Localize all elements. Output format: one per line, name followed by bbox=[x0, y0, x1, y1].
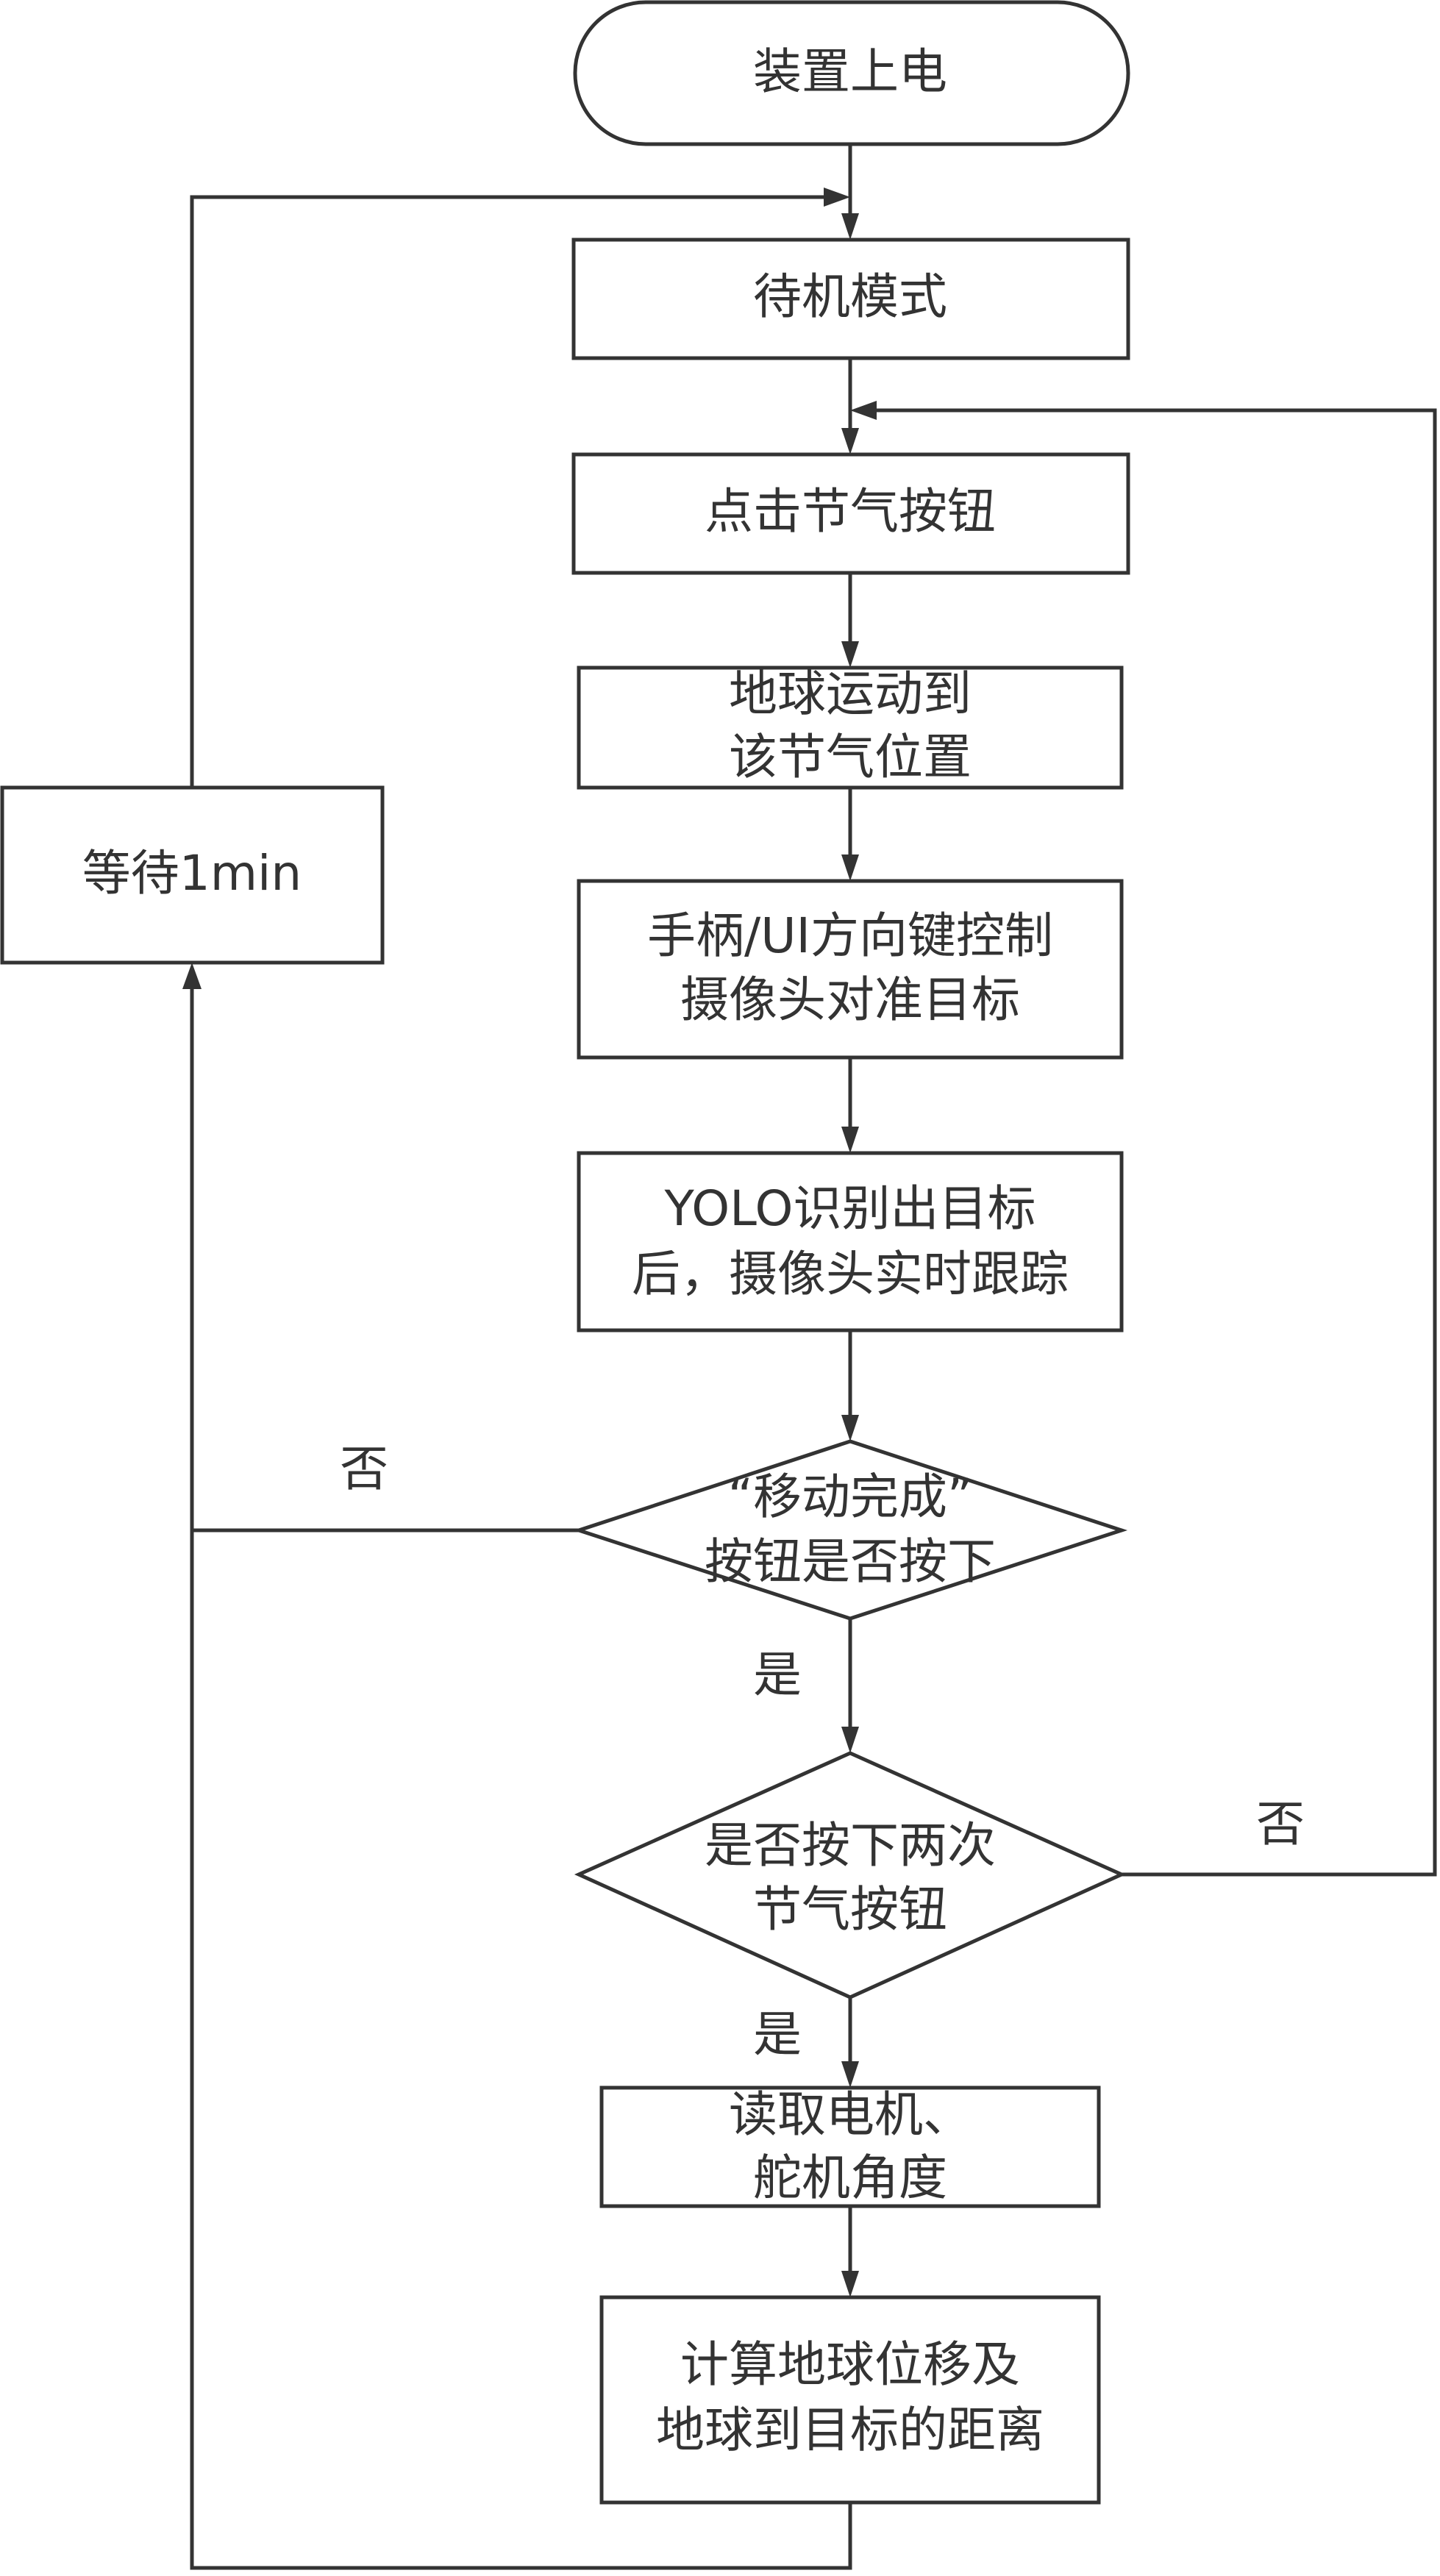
arrowhead-down-icon bbox=[841, 854, 859, 881]
edge-label-yes: 是 bbox=[753, 2006, 802, 2063]
connectors bbox=[182, 144, 1437, 2570]
arrowhead-up-icon bbox=[182, 963, 202, 989]
node-label: 等待1min bbox=[82, 845, 302, 902]
arrowhead-left-icon bbox=[850, 401, 877, 420]
decision-pressed-twice: 是否按下两次 节气按钮 bbox=[574, 1751, 1127, 1999]
arrowhead-down-icon bbox=[841, 2271, 859, 2297]
node-label-line2: 节气按钮 bbox=[753, 1881, 947, 1938]
arrowhead-down-icon bbox=[841, 1415, 859, 1441]
node-label-line2: 按钮是否按下 bbox=[705, 1533, 996, 1590]
node-yolo-track: YOLO识别出目标 后，摄像头实时跟踪 bbox=[577, 1151, 1124, 1332]
arrowhead-down-icon bbox=[841, 1727, 859, 1753]
node-label-line2: 摄像头对准目标 bbox=[680, 971, 1020, 1028]
node-label-line1: 计算地球位移及 bbox=[680, 2336, 1020, 2393]
node-label-line2: 地球到目标的距离 bbox=[656, 2402, 1044, 2458]
edge-compute-wait bbox=[190, 982, 852, 2570]
node-standby: 待机模式 bbox=[571, 238, 1130, 360]
node-label-line1: 是否按下两次 bbox=[705, 1817, 996, 1874]
node-compute: 计算地球位移及 地球到目标的距离 bbox=[599, 2295, 1101, 2505]
arrowhead-right-icon bbox=[824, 188, 850, 207]
arrowhead-down-icon bbox=[841, 1127, 859, 1153]
edge-label-yes: 是 bbox=[753, 1646, 802, 1703]
node-earth-move: 地球运动到 该节气位置 bbox=[577, 666, 1124, 790]
node-label-line1: 地球运动到 bbox=[729, 666, 972, 722]
arrowhead-down-icon bbox=[841, 641, 859, 668]
node-aim-camera: 手柄/UI方向键控制 摄像头对准目标 bbox=[577, 879, 1124, 1060]
node-read-angles: 读取电机、 舵机角度 bbox=[599, 2086, 1101, 2208]
node-label-line2: 舵机角度 bbox=[753, 2149, 947, 2206]
edge-twice-no-loop bbox=[877, 408, 1437, 1877]
node-label-line1: 读取电机、 bbox=[729, 2086, 972, 2143]
node-label-line1: 手柄/UI方向键控制 bbox=[647, 907, 1053, 964]
node-label-line1: YOLO识别出目标 bbox=[663, 1180, 1036, 1237]
arrowhead-down-icon bbox=[841, 2061, 859, 2088]
node-label-line1: “移动完成” bbox=[728, 1469, 972, 1525]
edge-label-no: 否 bbox=[1256, 1796, 1305, 1852]
arrowhead-down-icon bbox=[841, 428, 859, 454]
node-label: 装置上电 bbox=[753, 43, 947, 100]
node-label-line2: 后，摄像头实时跟踪 bbox=[632, 1246, 1069, 1302]
decision-move-done: “移动完成” 按钮是否按下 bbox=[572, 1439, 1128, 1621]
node-click-solar-term: 点击节气按钮 bbox=[571, 452, 1130, 575]
node-wait: 等待1min bbox=[0, 785, 385, 965]
node-label: 点击节气按钮 bbox=[705, 483, 996, 540]
edge-wait-standby bbox=[190, 195, 824, 788]
node-label-line2: 该节气位置 bbox=[729, 729, 972, 785]
node-power-on: 装置上电 bbox=[573, 0, 1130, 146]
node-label: 待机模式 bbox=[753, 268, 947, 325]
edge-label-no: 否 bbox=[340, 1441, 388, 1497]
arrowhead-down-icon bbox=[841, 213, 859, 240]
